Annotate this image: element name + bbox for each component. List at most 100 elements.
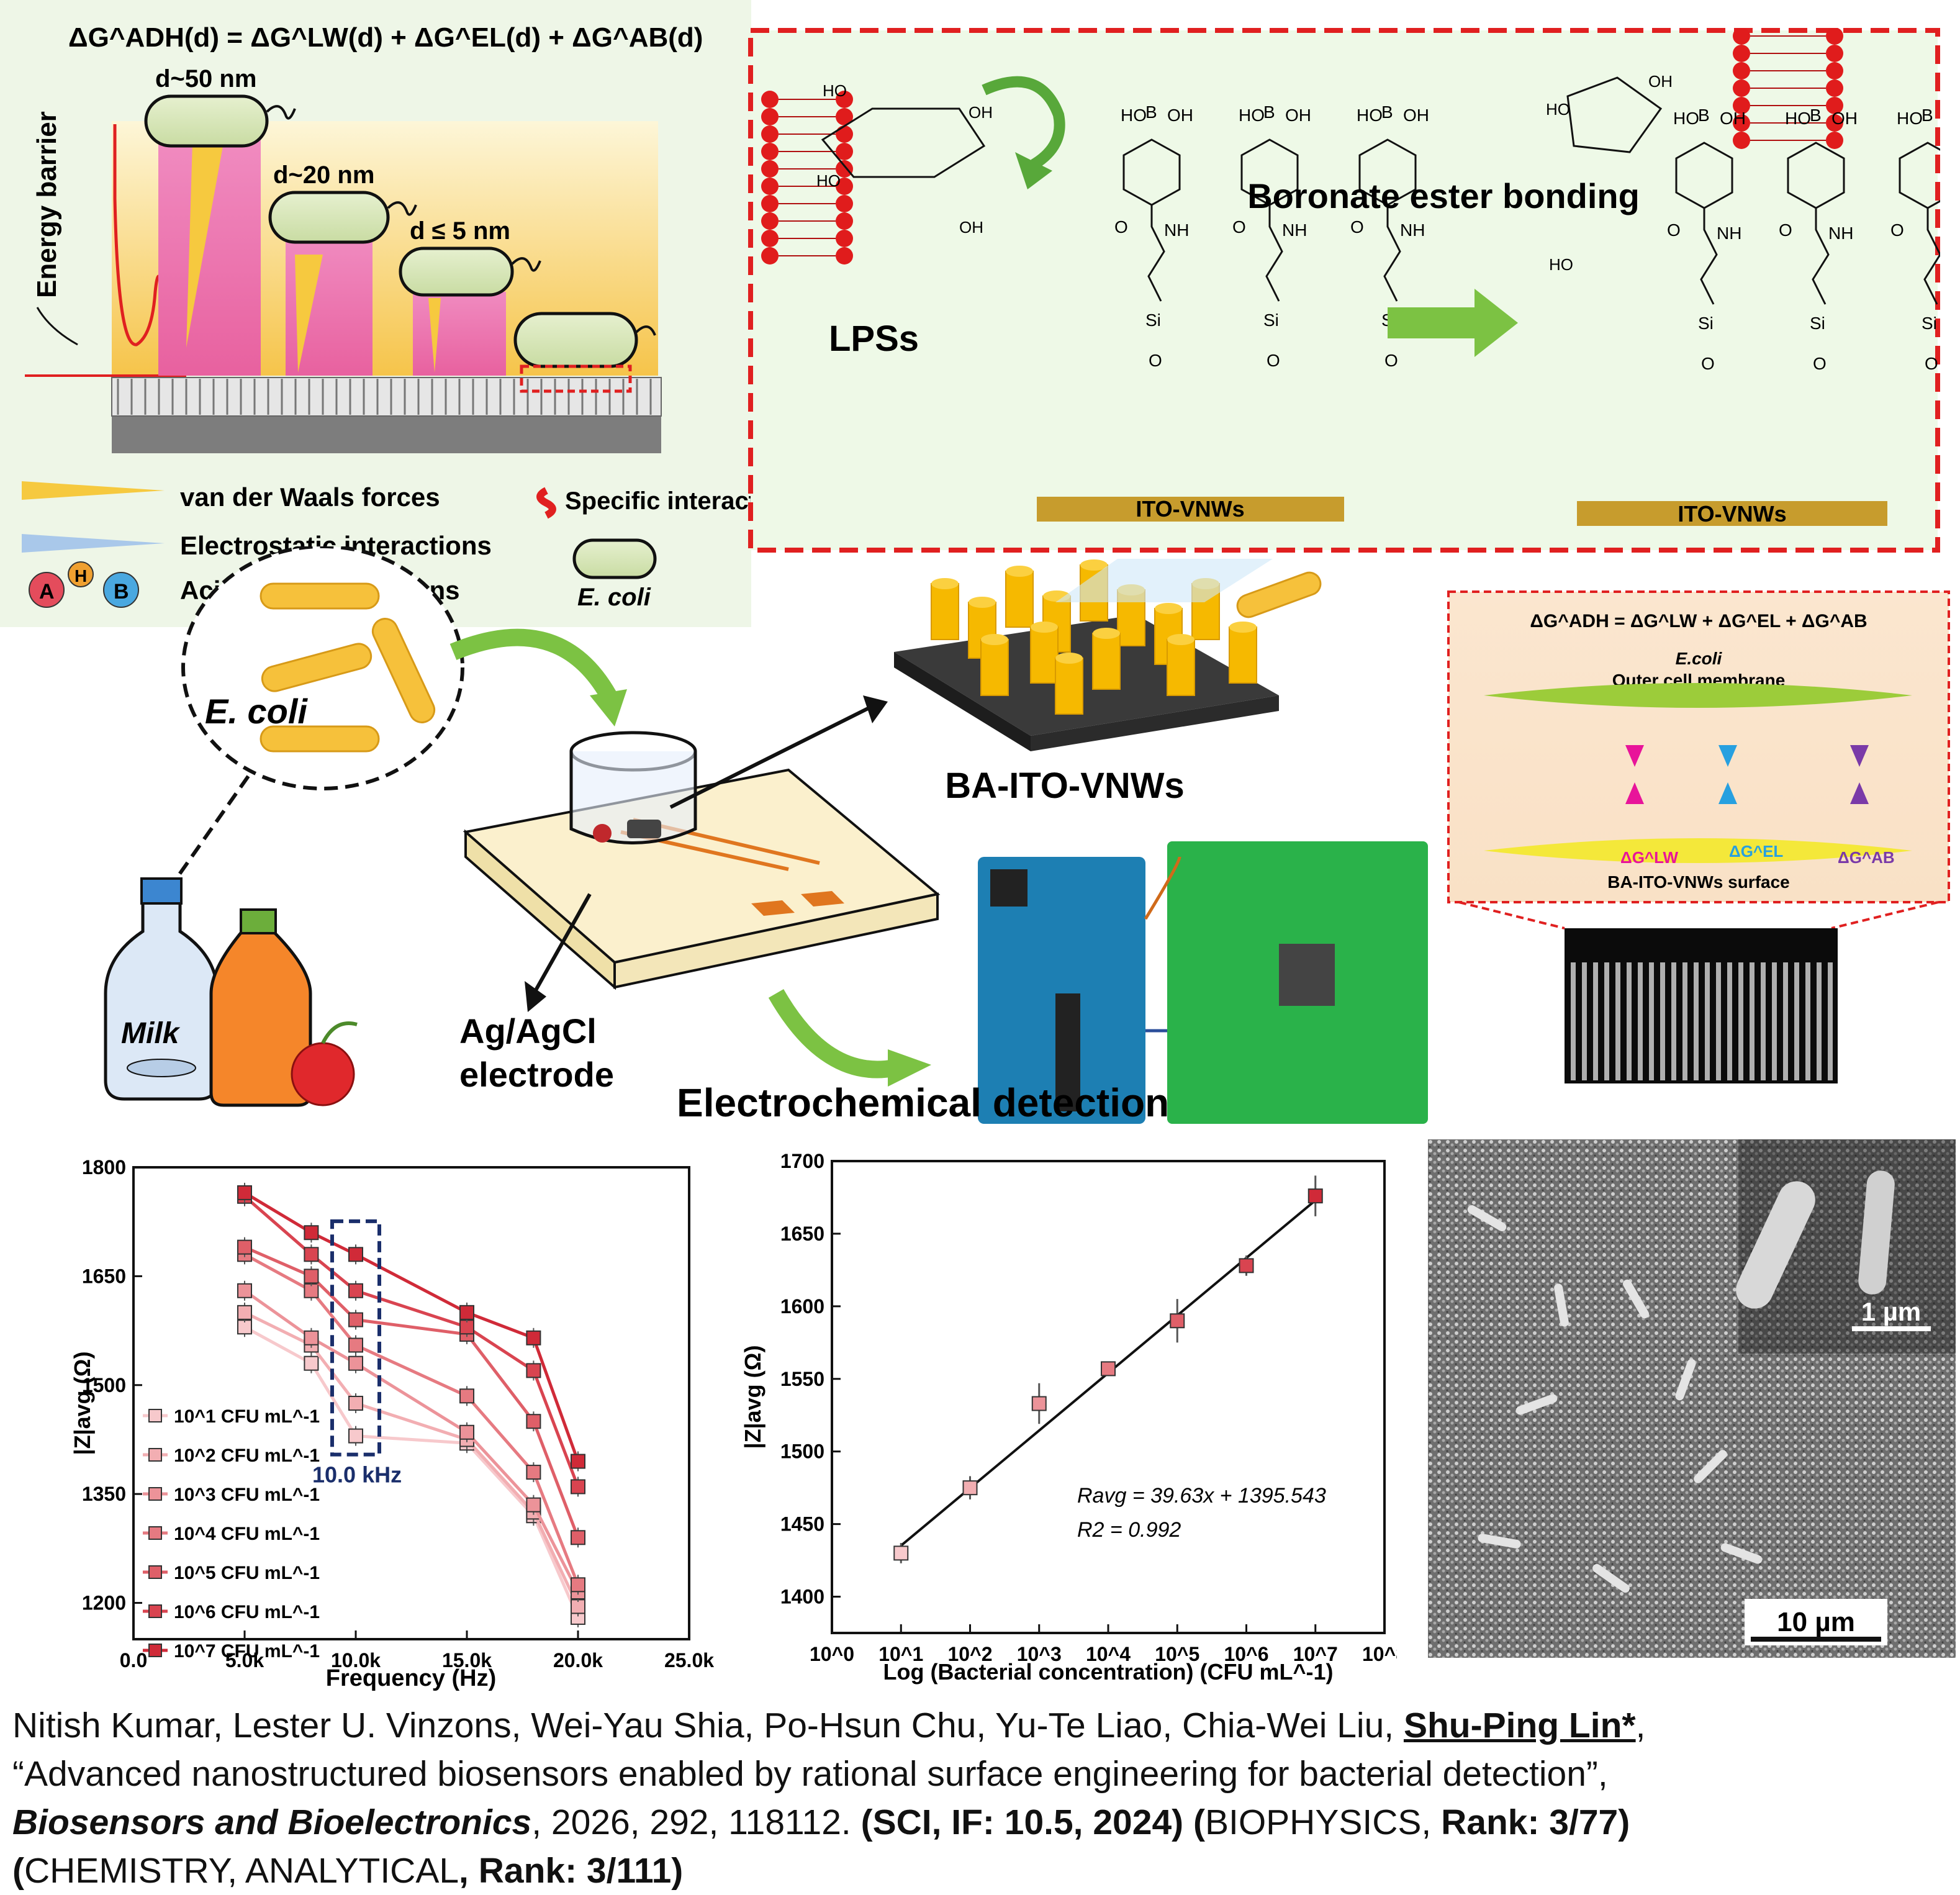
nanowire-column: [1783, 962, 1788, 1080]
outer-membrane: [1484, 683, 1912, 708]
oh-label: OH: [1285, 106, 1311, 125]
lipid-head: [761, 160, 779, 178]
lipid-head: [1733, 79, 1750, 97]
legend-vdw: van der Waals forces: [180, 482, 440, 512]
lipid-head: [836, 91, 853, 108]
vnw-pillar-top: [1080, 559, 1108, 571]
series-line: [243, 1326, 580, 1618]
ho-label: HO: [1239, 106, 1265, 125]
scalebar-label: 10 µm: [1777, 1607, 1855, 1637]
chart1-ylabel: |Z|avg (Ω): [70, 1351, 96, 1455]
energy-barrier-label: Energy barrier: [32, 111, 62, 298]
legend-label: 10^5 CFU mL^-1: [174, 1563, 320, 1583]
data-point: [237, 1305, 252, 1320]
ho-label: HO: [1785, 109, 1811, 128]
svg-text:ITO-VNWs: ITO-VNWs: [1678, 501, 1786, 527]
y-tick-label: 1400: [780, 1586, 824, 1608]
apple: [291, 1042, 355, 1106]
bacterium: [1554, 1283, 1569, 1327]
lipid-head: [761, 247, 779, 265]
data-point: [459, 1424, 474, 1440]
data-point: [571, 1577, 585, 1593]
citation-rank-2: , Rank: 3/111): [459, 1851, 684, 1891]
bacterium: [1720, 1543, 1763, 1564]
ho-label: HO: [1357, 106, 1383, 125]
vnw-pillar: [980, 639, 1009, 696]
distance-label-20nm: d~20 nm: [273, 161, 374, 189]
nanowire-column: [1716, 962, 1721, 1080]
data-point: [348, 1396, 363, 1411]
legend-marker: [148, 1565, 162, 1579]
interaction-arrows: [1625, 745, 1869, 804]
o-label: O: [1267, 351, 1280, 370]
lipid-head: [836, 178, 853, 195]
vnw-pillar-top: [1167, 634, 1195, 645]
o-label: O: [1779, 220, 1792, 240]
data-point: [237, 1185, 252, 1200]
calibration-chart: 10^010^110^210^310^410^510^610^710^81400…: [740, 1150, 1397, 1685]
nanowire-column: [1772, 962, 1777, 1080]
nanowire-column: [1750, 962, 1755, 1080]
x-tick-label: 10.0k: [331, 1649, 381, 1671]
nanowire-column: [1738, 962, 1743, 1080]
propyl-chain: [1265, 205, 1283, 302]
svg-text:HO: HO: [816, 171, 841, 190]
lipid-head: [1733, 97, 1750, 114]
bacterium: [1623, 1279, 1649, 1319]
nanowire-column: [1761, 962, 1766, 1080]
svg-text:ΔG^AB: ΔG^AB: [1838, 848, 1895, 867]
pillar-5nm: [413, 292, 506, 376]
si-label: Si: [1810, 314, 1825, 333]
si-label: Si: [1698, 314, 1714, 333]
svg-text:OH: OH: [969, 103, 993, 122]
x-tick-label: 0.0: [120, 1649, 147, 1671]
inset-scalebar-label: 1 µm: [1861, 1297, 1922, 1326]
legend-marker: [148, 1409, 162, 1422]
b-label: B: [1698, 106, 1710, 125]
nanowire-column: [1705, 962, 1710, 1080]
x-tick-label: 20.0k: [553, 1649, 603, 1671]
data-point: [571, 1454, 585, 1469]
lipid-head: [1826, 28, 1843, 45]
vnw-pillar: [931, 583, 959, 640]
panel-d-equation: ΔG^ADH = ΔG^LW + ΔG^EL + ΔG^AB: [1530, 611, 1867, 631]
lipid-head: [836, 195, 853, 212]
nanowire-column: [1638, 962, 1643, 1080]
y-tick-label: 1600: [780, 1295, 824, 1318]
y-tick-label: 1500: [82, 1374, 126, 1396]
bacterium: [1694, 1450, 1727, 1483]
o-label: O: [1350, 217, 1364, 237]
chart2-xlabel: Log (Bacterial concentration) (CFU mL^-1…: [883, 1659, 1333, 1685]
data-point: [893, 1545, 909, 1561]
lipid-head: [1826, 79, 1843, 97]
oh-label: OH: [1403, 106, 1429, 125]
vnw-pillar-top: [1055, 653, 1083, 664]
x-tick-label: 5.0k: [225, 1649, 264, 1671]
lipid-head: [761, 178, 779, 195]
citation-journal-details: , 2026, 292, 118112.: [531, 1802, 861, 1842]
data-point: [348, 1337, 363, 1353]
lipid-head: [836, 230, 853, 247]
legend-marker: [148, 1604, 162, 1618]
nanowire-column: [1727, 962, 1732, 1080]
legend-marker: [148, 1487, 162, 1501]
x-tick-label: 10^1: [878, 1643, 923, 1665]
ito-bar-left: [1037, 497, 1344, 522]
legend-specific: Specific interactions: [565, 487, 751, 515]
nanowire-column: [1571, 962, 1576, 1080]
nanowire-column: [1604, 962, 1609, 1080]
citation-corresponding-author: Shu-Ping Lin*: [1403, 1706, 1636, 1745]
x-tick-label: 10^2: [947, 1643, 992, 1665]
data-point: [348, 1428, 363, 1444]
oh-label: OH: [1720, 109, 1746, 128]
series-line: [243, 1289, 580, 1593]
lipid-head: [1826, 45, 1843, 62]
r2-text: R2 = 0.992: [1077, 1518, 1181, 1542]
lipid-head: [761, 91, 779, 108]
reaction-arrow: [1388, 289, 1518, 357]
lipid-head: [1826, 62, 1843, 79]
lps-lipid-left: [761, 91, 853, 265]
vnw-pillar-top: [1155, 603, 1182, 614]
